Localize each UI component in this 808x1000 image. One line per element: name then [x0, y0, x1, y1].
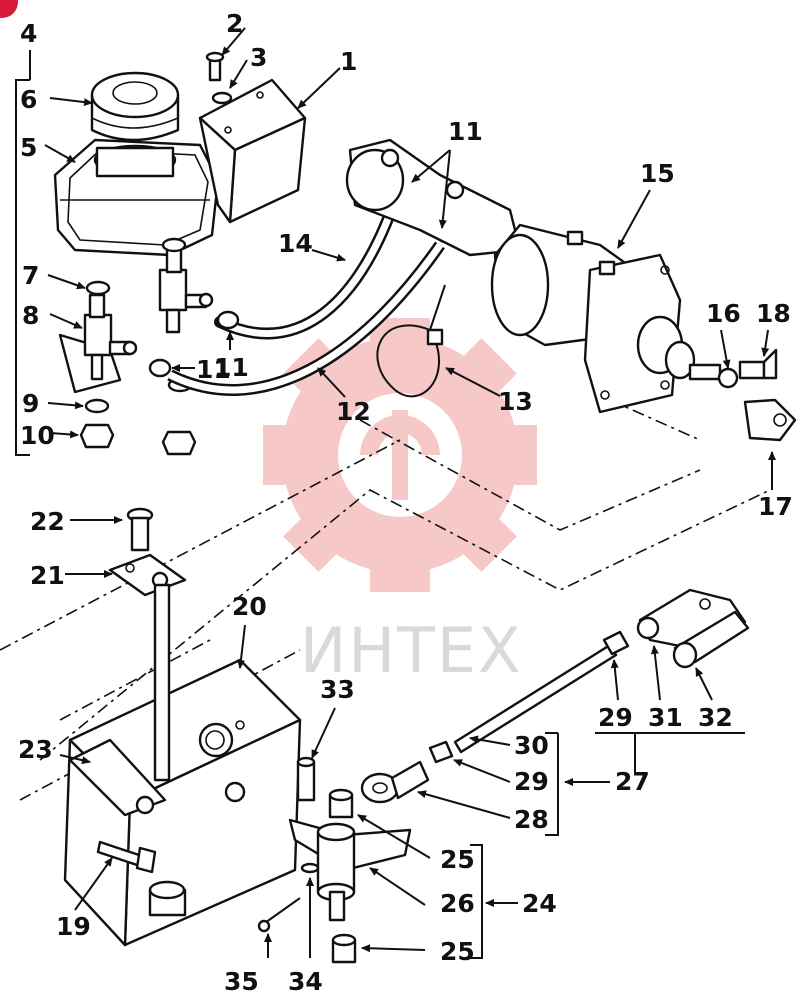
bolt-part [126, 507, 154, 552]
watermark-gear-icon [263, 318, 537, 592]
callout-30: 30 [514, 731, 549, 760]
callout-8: 8 [22, 301, 39, 330]
callout-24: 24 [522, 889, 557, 918]
callout-16: 16 [706, 299, 741, 328]
callout-labels: 4 2 3 1 6 5 7 8 9 10 11 11 11 12 13 14 1… [18, 9, 793, 996]
callout-14: 14 [278, 229, 313, 258]
cable-tie-part [376, 284, 446, 398]
hose-clamp-part [148, 358, 172, 378]
callout-6: 6 [20, 85, 37, 114]
callout-32: 32 [698, 703, 733, 732]
reservoir-cap-part [90, 71, 180, 142]
callout-11-top: 11 [448, 117, 483, 146]
leader-arrows [44, 27, 776, 958]
callout-17: 17 [758, 492, 793, 521]
group-4-bracket [15, 79, 30, 456]
pivot-part [68, 738, 167, 817]
callout-2: 2 [226, 9, 243, 38]
group-24-bracket [470, 844, 483, 959]
hose-part [167, 241, 445, 396]
group-27-bracket [545, 733, 559, 836]
nut-part [602, 630, 630, 656]
callout-22: 22 [30, 507, 65, 536]
bushing-part [328, 788, 354, 819]
callout-19: 19 [56, 912, 91, 941]
clevis-part [743, 398, 797, 442]
callout-18: 18 [756, 299, 791, 328]
corner-badge [0, 0, 18, 18]
fitting-part [58, 293, 138, 394]
callout-15: 15 [640, 159, 675, 188]
nut-part [79, 423, 115, 449]
gasket-part [85, 280, 111, 296]
watermark-text: ИНТЕХ [300, 614, 523, 687]
pedal-base-part [63, 658, 302, 947]
pin-part [296, 756, 316, 802]
callout-12: 12 [336, 397, 371, 426]
reservoir-part [53, 138, 220, 257]
rod-bracket-part [108, 553, 187, 782]
callout-33: 33 [320, 675, 355, 704]
callout-7: 7 [22, 261, 39, 290]
callout-21: 21 [30, 561, 65, 590]
callout-13: 13 [498, 387, 533, 416]
callout-1: 1 [340, 47, 357, 76]
callout-35: 35 [224, 967, 259, 996]
clevis-pin-part [672, 610, 750, 669]
bushing-part [331, 933, 357, 964]
master-cylinder-part [345, 138, 722, 414]
callout-28: 28 [514, 805, 549, 834]
fitting-part [158, 237, 214, 334]
callout-4: 4 [20, 19, 37, 48]
clevis-pin-part [738, 348, 778, 380]
bolt-part [96, 840, 157, 874]
hose-clamp-part [216, 310, 240, 330]
washer-part [211, 91, 233, 105]
washer-part [300, 862, 320, 874]
callout-29-right: 29 [598, 703, 633, 732]
callout-3: 3 [250, 43, 267, 72]
callout-34: 34 [288, 967, 323, 996]
rod-end-part [360, 760, 430, 804]
bolt-part [205, 51, 225, 82]
callout-25-top: 25 [440, 845, 475, 874]
callout-10: 10 [20, 421, 55, 450]
callout-11-middle: 11 [214, 353, 249, 382]
washer-part [84, 398, 110, 414]
nut-part [428, 740, 454, 764]
nut-part [161, 430, 197, 456]
mounting-bracket-part [198, 78, 307, 224]
lever-part [288, 818, 412, 922]
callout-11-lower: 11 [196, 355, 231, 384]
callout-25-bottom: 25 [440, 937, 475, 966]
callout-26: 26 [440, 889, 475, 918]
threaded-rod-part [453, 643, 618, 754]
callout-20: 20 [232, 592, 267, 621]
callout-31: 31 [648, 703, 683, 732]
callout-23: 23 [18, 735, 53, 764]
callout-27: 27 [615, 767, 650, 796]
callout-29-left: 29 [514, 767, 549, 796]
hose-part [214, 194, 401, 340]
callout-5: 5 [20, 133, 37, 162]
cotter-pin-part [257, 897, 301, 933]
nut-part [717, 367, 739, 389]
callout-9: 9 [22, 389, 39, 418]
